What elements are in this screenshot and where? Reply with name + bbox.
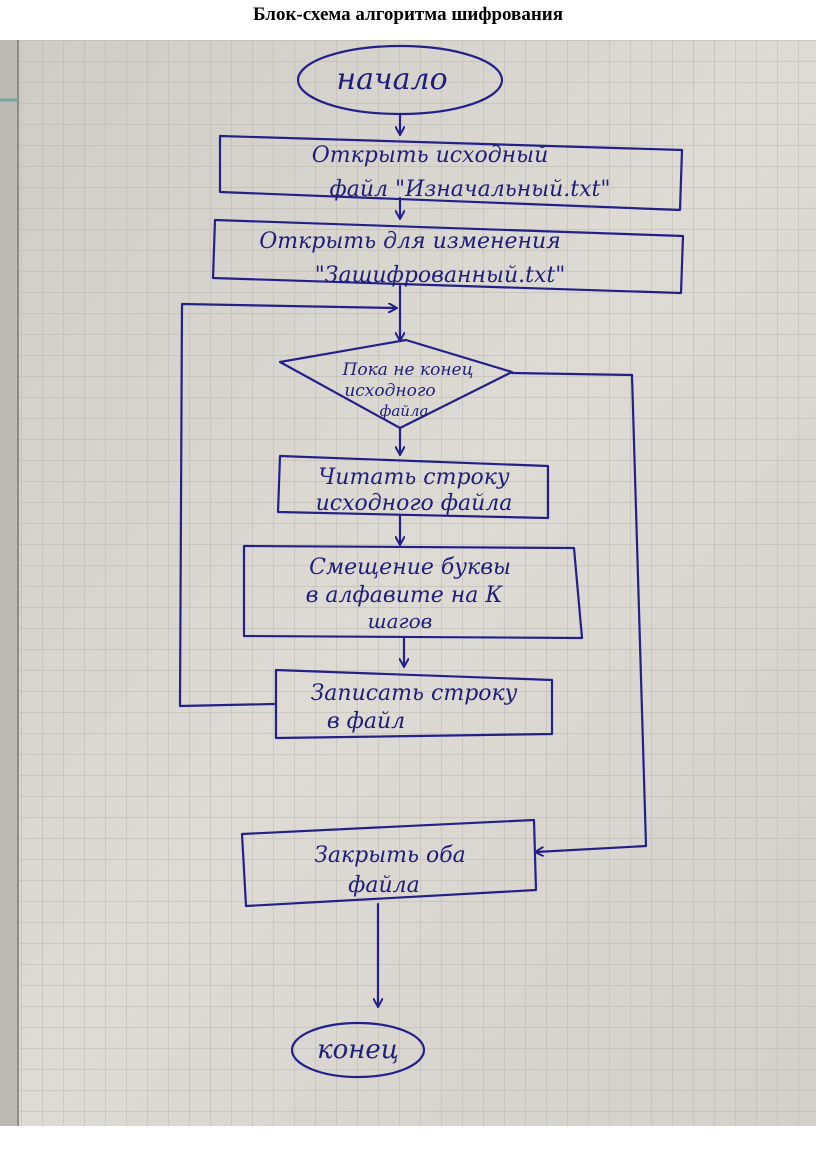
exit-branch-arrow xyxy=(510,371,648,852)
open-write-line2: "Зашифрованный.txt" xyxy=(315,263,566,288)
condition-line2: исходного xyxy=(344,381,435,401)
notebook-photo: начало Открыть исходный файл "Изначальны… xyxy=(0,40,816,1126)
open-source-line1: Открыть исходный xyxy=(312,143,549,168)
open-source-line2: файл "Изначальный.txt" xyxy=(330,177,611,202)
loop-condition-diamond: Пока не конец исходного файла xyxy=(278,338,514,430)
open-source-file-block: Открыть исходный файл "Изначальный.txt" xyxy=(218,134,684,212)
shift-line1: Смещение буквы xyxy=(309,555,511,580)
read-line-block: Читать строку исходного файла xyxy=(276,454,550,520)
paper-edge xyxy=(0,40,18,1126)
paper-grid xyxy=(0,40,816,1126)
shift-line3: шагов xyxy=(368,609,433,633)
start-label: начало xyxy=(336,62,447,97)
start-terminal: начало xyxy=(296,44,504,116)
close-line2: файла xyxy=(348,873,420,898)
loop-back-arrow xyxy=(178,304,396,708)
close-line1: Закрыть оба xyxy=(314,843,466,868)
open-write-file-block: Открыть для изменения "Зашифрованный.txt… xyxy=(211,218,685,295)
write-line1: Записать строку xyxy=(311,681,518,706)
read-line1: Читать строку xyxy=(318,465,510,490)
close-files-block: Закрыть оба файла xyxy=(240,818,538,908)
shift-line2: в алфавите на К xyxy=(306,583,504,608)
write-line2: в файл xyxy=(327,709,405,734)
end-label: конец xyxy=(317,1035,399,1065)
write-line-block: Записать строку в файл xyxy=(274,668,554,740)
document-title: Блок-схема алгоритма шифрования xyxy=(252,4,563,25)
end-terminal: конец xyxy=(290,1021,426,1079)
read-line2: исходного файла xyxy=(316,491,513,516)
condition-line1: Пока не конец xyxy=(342,360,474,380)
condition-line3: файла xyxy=(380,402,429,420)
open-write-line1: Открыть для изменения xyxy=(259,229,561,254)
shift-letter-block: Смещение буквы в алфавите на К шагов xyxy=(242,544,584,640)
